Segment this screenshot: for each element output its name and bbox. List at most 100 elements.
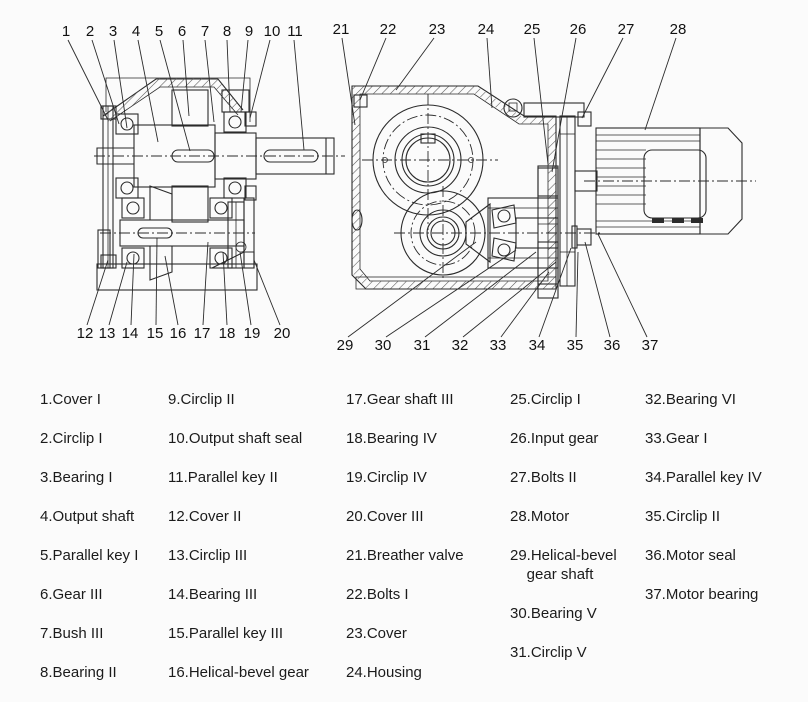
motor-shaft-stub (574, 170, 598, 192)
legend-item: 1.Cover I (40, 390, 101, 408)
legend-item: 27.Bolts II (510, 468, 577, 486)
callout-number: 12 (77, 325, 94, 342)
callout-number: 7 (201, 23, 209, 40)
legend-item: 28.Motor (510, 507, 570, 525)
motor-end-cap (699, 127, 743, 235)
callout-number: 36 (604, 337, 621, 354)
legend-column-5: 32.Bearing VI 33.Gear I 34.Parallel key … (645, 370, 762, 624)
callout-number: 35 (567, 337, 584, 354)
legend-column-2: 9.Circlip II 10.Output shaft seal 11.Par… (168, 370, 309, 702)
shaft-bolt (576, 228, 592, 246)
callout-number: 28 (670, 21, 687, 38)
callout-number: 17 (194, 325, 211, 342)
outer-outline (105, 77, 251, 122)
legend-item: 14.Bearing III (168, 585, 258, 603)
legend-item: 6.Gear III (40, 585, 103, 603)
helical-bevel-gear-upper (149, 185, 173, 221)
callout-number: 32 (452, 337, 469, 354)
input-gear (537, 167, 559, 197)
legend-item: 21.Breather valve (346, 546, 464, 564)
callout-number: 10 (264, 23, 281, 40)
callout-number: 30 (375, 337, 392, 354)
bolts-1 (353, 94, 368, 108)
callout-number: 33 (490, 337, 507, 354)
legend-item: 5.Parallel key I (40, 546, 139, 564)
legend-column-3: 17.Gear shaft III 18.Bearing IV 19.Circl… (346, 370, 464, 702)
left-sectional-view (94, 77, 345, 291)
legend-item: 12.Cover II (168, 507, 242, 525)
legend-item: 20.Cover III (346, 507, 424, 525)
callout-leader-lines (67, 37, 677, 338)
callout-number: 20 (274, 325, 291, 342)
motor (584, 127, 756, 235)
legend-item: 23.Cover (346, 624, 407, 642)
callout-number: 22 (380, 21, 397, 38)
legend-item: 36.Motor seal (645, 546, 736, 564)
legend-item: 18.Bearing IV (346, 429, 437, 447)
housing-base-right (355, 276, 557, 290)
callout-number: 26 (570, 21, 587, 38)
callout-number: 2 (86, 23, 94, 40)
legend-item: 24.Housing (346, 663, 422, 681)
legend-item: 2.Circlip I (40, 429, 103, 447)
legend-item: 15.Parallel key III (168, 624, 284, 642)
legend-item: 17.Gear shaft III (346, 390, 454, 408)
legend-item: 34.Parallel key IV (645, 468, 762, 486)
legend-item: 13.Circlip III (168, 546, 248, 564)
callout-number: 5 (155, 23, 163, 40)
callout-numbers: 1 2 3 4 5 6 7 8 9 10 11 12 13 14 15 16 1… (62, 21, 687, 354)
legend-item: 19.Circlip IV (346, 468, 427, 486)
output-shaft-seal (244, 111, 257, 127)
legend-item: 31.Circlip V (510, 644, 587, 661)
legend-item: 16.Helical-bevel gear (168, 663, 309, 681)
helical-bevel-gear-shaft (465, 202, 491, 264)
callout-number: 19 (244, 325, 261, 342)
mounting-ledge (523, 102, 585, 118)
housing (351, 85, 557, 290)
legend-item: 8.Bearing II (40, 663, 117, 681)
wall-seal (351, 209, 363, 231)
right-side-view (351, 85, 756, 299)
bolts-2 (577, 111, 592, 127)
legend-item: 25.Circlip I (510, 390, 581, 408)
callout-number: 11 (287, 23, 303, 40)
gear-3-upper (171, 89, 209, 127)
legend-item: 7.Bush III (40, 624, 104, 642)
big-gear (362, 94, 498, 230)
callout-number: 9 (245, 23, 253, 40)
callout-number: 6 (178, 23, 186, 40)
callout-number: 13 (99, 325, 116, 342)
legend-item: 9.Circlip II (168, 390, 235, 408)
housing-base-left (96, 263, 258, 291)
callout-number: 8 (223, 23, 231, 40)
legend-item: 11.Parallel key II (168, 468, 278, 486)
callout-number: 21 (333, 21, 350, 38)
callout-number: 16 (170, 325, 187, 342)
cover-2 (97, 229, 111, 269)
callout-number: 37 (642, 337, 659, 354)
callout-number: 18 (219, 325, 236, 342)
gearbox-diagram: 1 2 3 4 5 6 7 8 9 10 11 12 13 14 15 16 1… (62, 21, 756, 354)
legend-item: 35.Circlip II (645, 507, 721, 525)
callout-number: 1 (62, 23, 70, 40)
legend-item: 37.Motor bearing (645, 585, 759, 603)
legend-item: 3.Bearing I (40, 468, 113, 486)
legend-item: 10.Output shaft seal (168, 429, 303, 447)
callout-number: 25 (524, 21, 541, 38)
input-gear-column (537, 165, 559, 299)
parallel-key-3 (137, 227, 173, 239)
legend-item: 32.Bearing VI (645, 390, 736, 408)
callout-number: 3 (109, 23, 117, 40)
legend-column-4: 25.Circlip I 26.Input gear 27.Bolts II 2… (510, 370, 617, 682)
callout-number: 27 (618, 21, 635, 38)
callout-number: 24 (478, 21, 495, 38)
callout-number: 15 (147, 325, 164, 342)
legend-item: 30.Bearing V (510, 605, 597, 622)
helical-bevel-gear-lower (149, 245, 173, 281)
housing-roof (103, 78, 244, 122)
callout-number: 29 (337, 337, 354, 354)
legend-item: 4.Output shaft (40, 507, 135, 525)
callout-number: 34 (529, 337, 546, 354)
motor-flange (559, 115, 576, 287)
callout-number: 23 (429, 21, 446, 38)
